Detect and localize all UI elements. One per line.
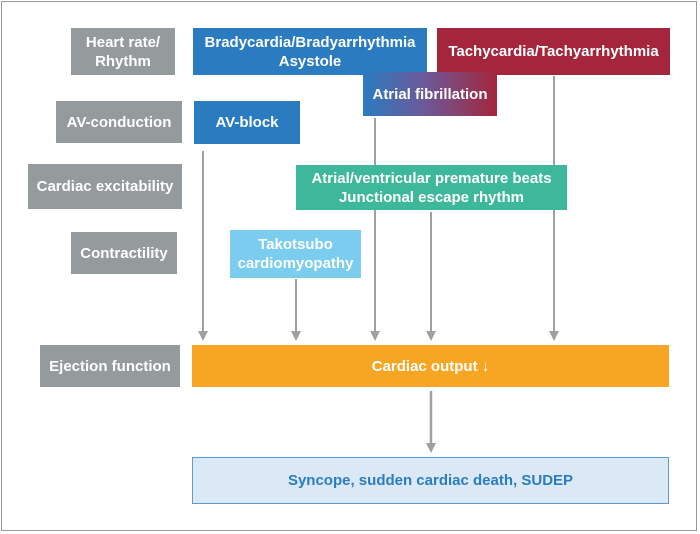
node-atrial-fibrillation: Atrial fibrillation bbox=[363, 72, 497, 116]
category-av-conduction: AV-conduction bbox=[56, 101, 182, 143]
node-cardiac-output: Cardiac output ↓ bbox=[192, 345, 669, 387]
node-av-block: AV-block bbox=[194, 101, 300, 144]
node-premature-beats: Atrial/ventricular premature beats Junct… bbox=[296, 165, 567, 210]
category-ejection-function: Ejection function bbox=[40, 345, 180, 387]
category-cardiac-excitability: Cardiac excitability bbox=[28, 164, 182, 209]
category-heart-rate: Heart rate/ Rhythm bbox=[71, 28, 175, 75]
node-takotsubo: Takotsubo cardiomyopathy bbox=[230, 230, 361, 278]
node-outcome: Syncope, sudden cardiac death, SUDEP bbox=[192, 457, 669, 504]
category-contractility: Contractility bbox=[71, 232, 177, 274]
node-tachycardia: Tachycardia/Tachyarrhythmia bbox=[437, 28, 670, 75]
node-bradycardia: Bradycardia/Bradyarrhythmia Asystole bbox=[193, 28, 427, 75]
